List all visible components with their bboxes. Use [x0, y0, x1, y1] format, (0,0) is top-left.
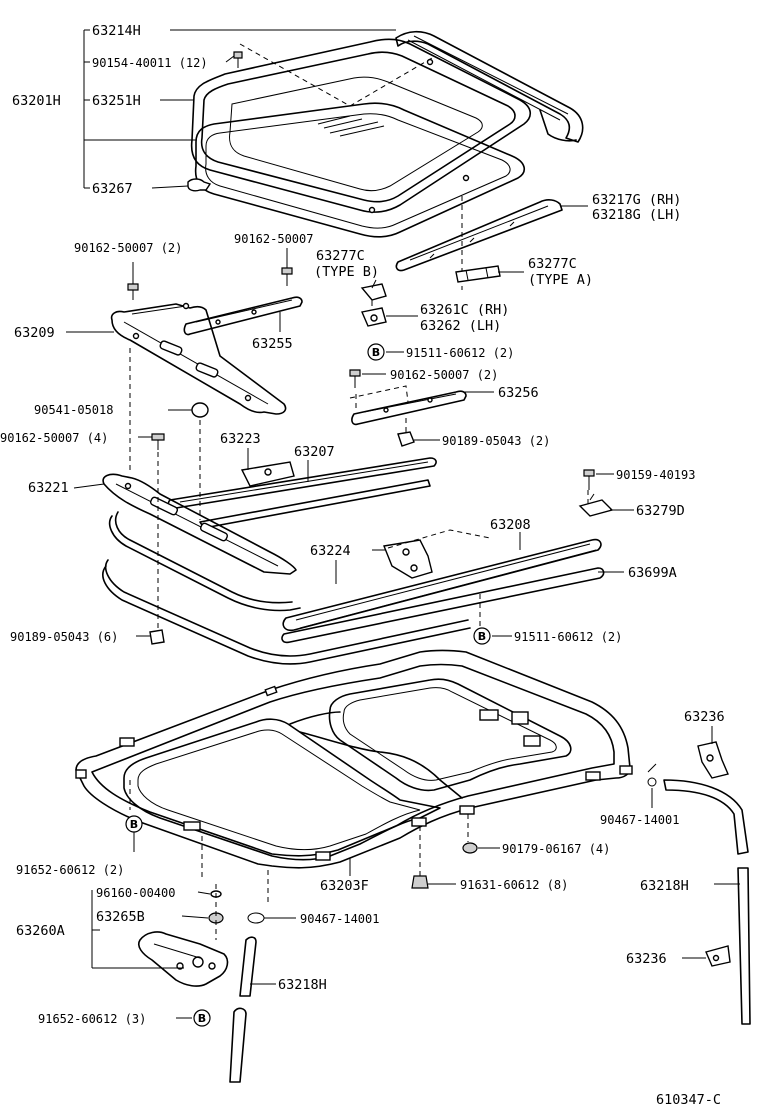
label-63251H: 63251H: [92, 93, 141, 109]
svg-text:B: B: [130, 818, 138, 831]
ref-b-marker-2: B: [473, 627, 491, 645]
label-63699A: 63699A: [628, 565, 677, 581]
screw-90162-b-icon: [349, 369, 361, 388]
seal-63699A: [281, 567, 605, 644]
drain-hose-right: [663, 779, 751, 1025]
svg-text:B: B: [478, 630, 486, 643]
label-90189-a: 90189-05043 (2): [442, 434, 550, 448]
label-type-a: (TYPE A): [528, 272, 593, 288]
hose-clip-90467-a-icon: [647, 763, 657, 787]
motor-63260A: [137, 931, 229, 987]
label-63265B: 63265B: [96, 909, 145, 925]
label-63208: 63208: [490, 517, 531, 533]
label-90467-b: 90467-14001: [300, 912, 379, 926]
ref-b-marker-1: B: [367, 343, 385, 361]
bracket-63279D: [578, 493, 614, 517]
hose-clip-90467-b-icon: [247, 912, 265, 924]
screw-90154-icon: [233, 51, 243, 68]
label-63224: 63224: [310, 543, 351, 559]
label-63203F: 63203F: [320, 878, 369, 894]
sunroof-housing-63203F: [75, 649, 633, 902]
label-63255: 63255: [252, 336, 293, 352]
label-63279D: 63279D: [636, 503, 685, 519]
svg-text:B: B: [198, 1012, 206, 1025]
ref-b-marker-4: B: [193, 1009, 211, 1027]
label-91511-a: 91511-60612 (2): [406, 346, 514, 360]
ref-b-marker-3: B: [125, 815, 143, 833]
label-63207: 63207: [294, 444, 335, 460]
label-91652-b: 91652-60612 (3): [38, 1012, 146, 1026]
label-63201H: 63201H: [12, 93, 61, 109]
bracket-63223: [240, 461, 295, 487]
label-90159: 90159-40193: [616, 468, 695, 482]
bracket-63277C-type-b: [360, 283, 387, 306]
wind-deflector: [395, 30, 584, 143]
label-63218H-b: 63218H: [278, 977, 327, 993]
label-63221: 63221: [28, 480, 69, 496]
stopper-90541-icon: [191, 402, 209, 418]
front-frame-63221: [102, 473, 297, 575]
clip-63267-icon: [187, 178, 212, 192]
screw-90159-icon: [583, 469, 595, 490]
label-type-b: (TYPE B): [314, 264, 379, 280]
sliding-roof-glass-assembly: [190, 38, 532, 290]
svg-text:B: B: [372, 346, 380, 359]
label-63217G: 63217G (RH): [592, 192, 681, 208]
guide-rail-63207: [167, 457, 437, 529]
label-63256: 63256: [498, 385, 539, 401]
label-63218H-a: 63218H: [640, 878, 689, 894]
part-labels: 63214H 90154-40011 (12) 63201H 63251H 63…: [0, 23, 725, 1108]
guide-piece-63255: [183, 296, 303, 336]
label-63277C-b: 63277C: [316, 248, 365, 264]
label-90162-b: 90162-50007: [234, 232, 313, 246]
screw-90162-c-icon: [151, 433, 165, 450]
screw-90162-pair-icon: [127, 283, 139, 300]
nut-90189-icon: [397, 431, 415, 447]
label-90179: 90179-06167 (4): [502, 842, 610, 856]
label-90154: 90154-40011 (12): [92, 56, 208, 70]
projection-lines: [129, 348, 589, 630]
label-63236-a: 63236: [684, 709, 725, 725]
hose-clamp-63236-b-icon: [705, 945, 731, 967]
guide-rail-63208: [282, 538, 602, 632]
label-90467-a: 90467-14001: [600, 813, 679, 827]
nut-90189-b-icon: [149, 629, 165, 645]
leader-lines: [66, 29, 740, 1019]
drain-trough-seals: [102, 511, 471, 665]
label-63267: 63267: [92, 181, 133, 197]
label-90162-c: 90162-50007 (2): [390, 368, 498, 382]
drain-hose-left: [229, 936, 257, 1083]
guide-piece-63256: [349, 385, 467, 426]
label-63214H: 63214H: [92, 23, 141, 39]
bracket-63261C: [361, 307, 387, 327]
label-63260A: 63260A: [16, 923, 65, 939]
sunshade-housing-63209: [110, 302, 287, 415]
label-91511-b: 91511-60612 (2): [514, 630, 622, 644]
label-96160: 96160-00400: [96, 886, 175, 900]
label-90162-a: 90162-50007 (2): [74, 241, 182, 255]
label-91631: 91631-60612 (8): [460, 878, 568, 892]
screw-90162-icon: [281, 267, 293, 286]
label-90189-b: 90189-05043 (6): [10, 630, 118, 644]
bracket-63224: [383, 529, 491, 579]
label-63262: 63262 (LH): [420, 318, 501, 334]
nut-90179-icon: [462, 842, 478, 854]
hose-clamp-63236-a-icon: [697, 741, 729, 779]
label-63236-b: 63236: [626, 951, 667, 967]
label-63209: 63209: [14, 325, 55, 341]
label-63261C: 63261C (RH): [420, 302, 509, 318]
label-63277C-a: 63277C: [528, 256, 577, 272]
bracket-63277C-type-a: [455, 265, 501, 283]
label-90541: 90541-05018: [34, 403, 113, 417]
label-63223: 63223: [220, 431, 261, 447]
label-90162-d: 90162-50007 (4): [0, 431, 108, 445]
figure-code: 610347-C: [656, 1092, 721, 1108]
rear-guide-rail-63217G: [395, 199, 563, 272]
label-63218G: 63218G (LH): [592, 207, 681, 223]
bolt-91631-icon: [411, 872, 429, 889]
label-91652-a: 91652-60612 (2): [16, 863, 124, 877]
